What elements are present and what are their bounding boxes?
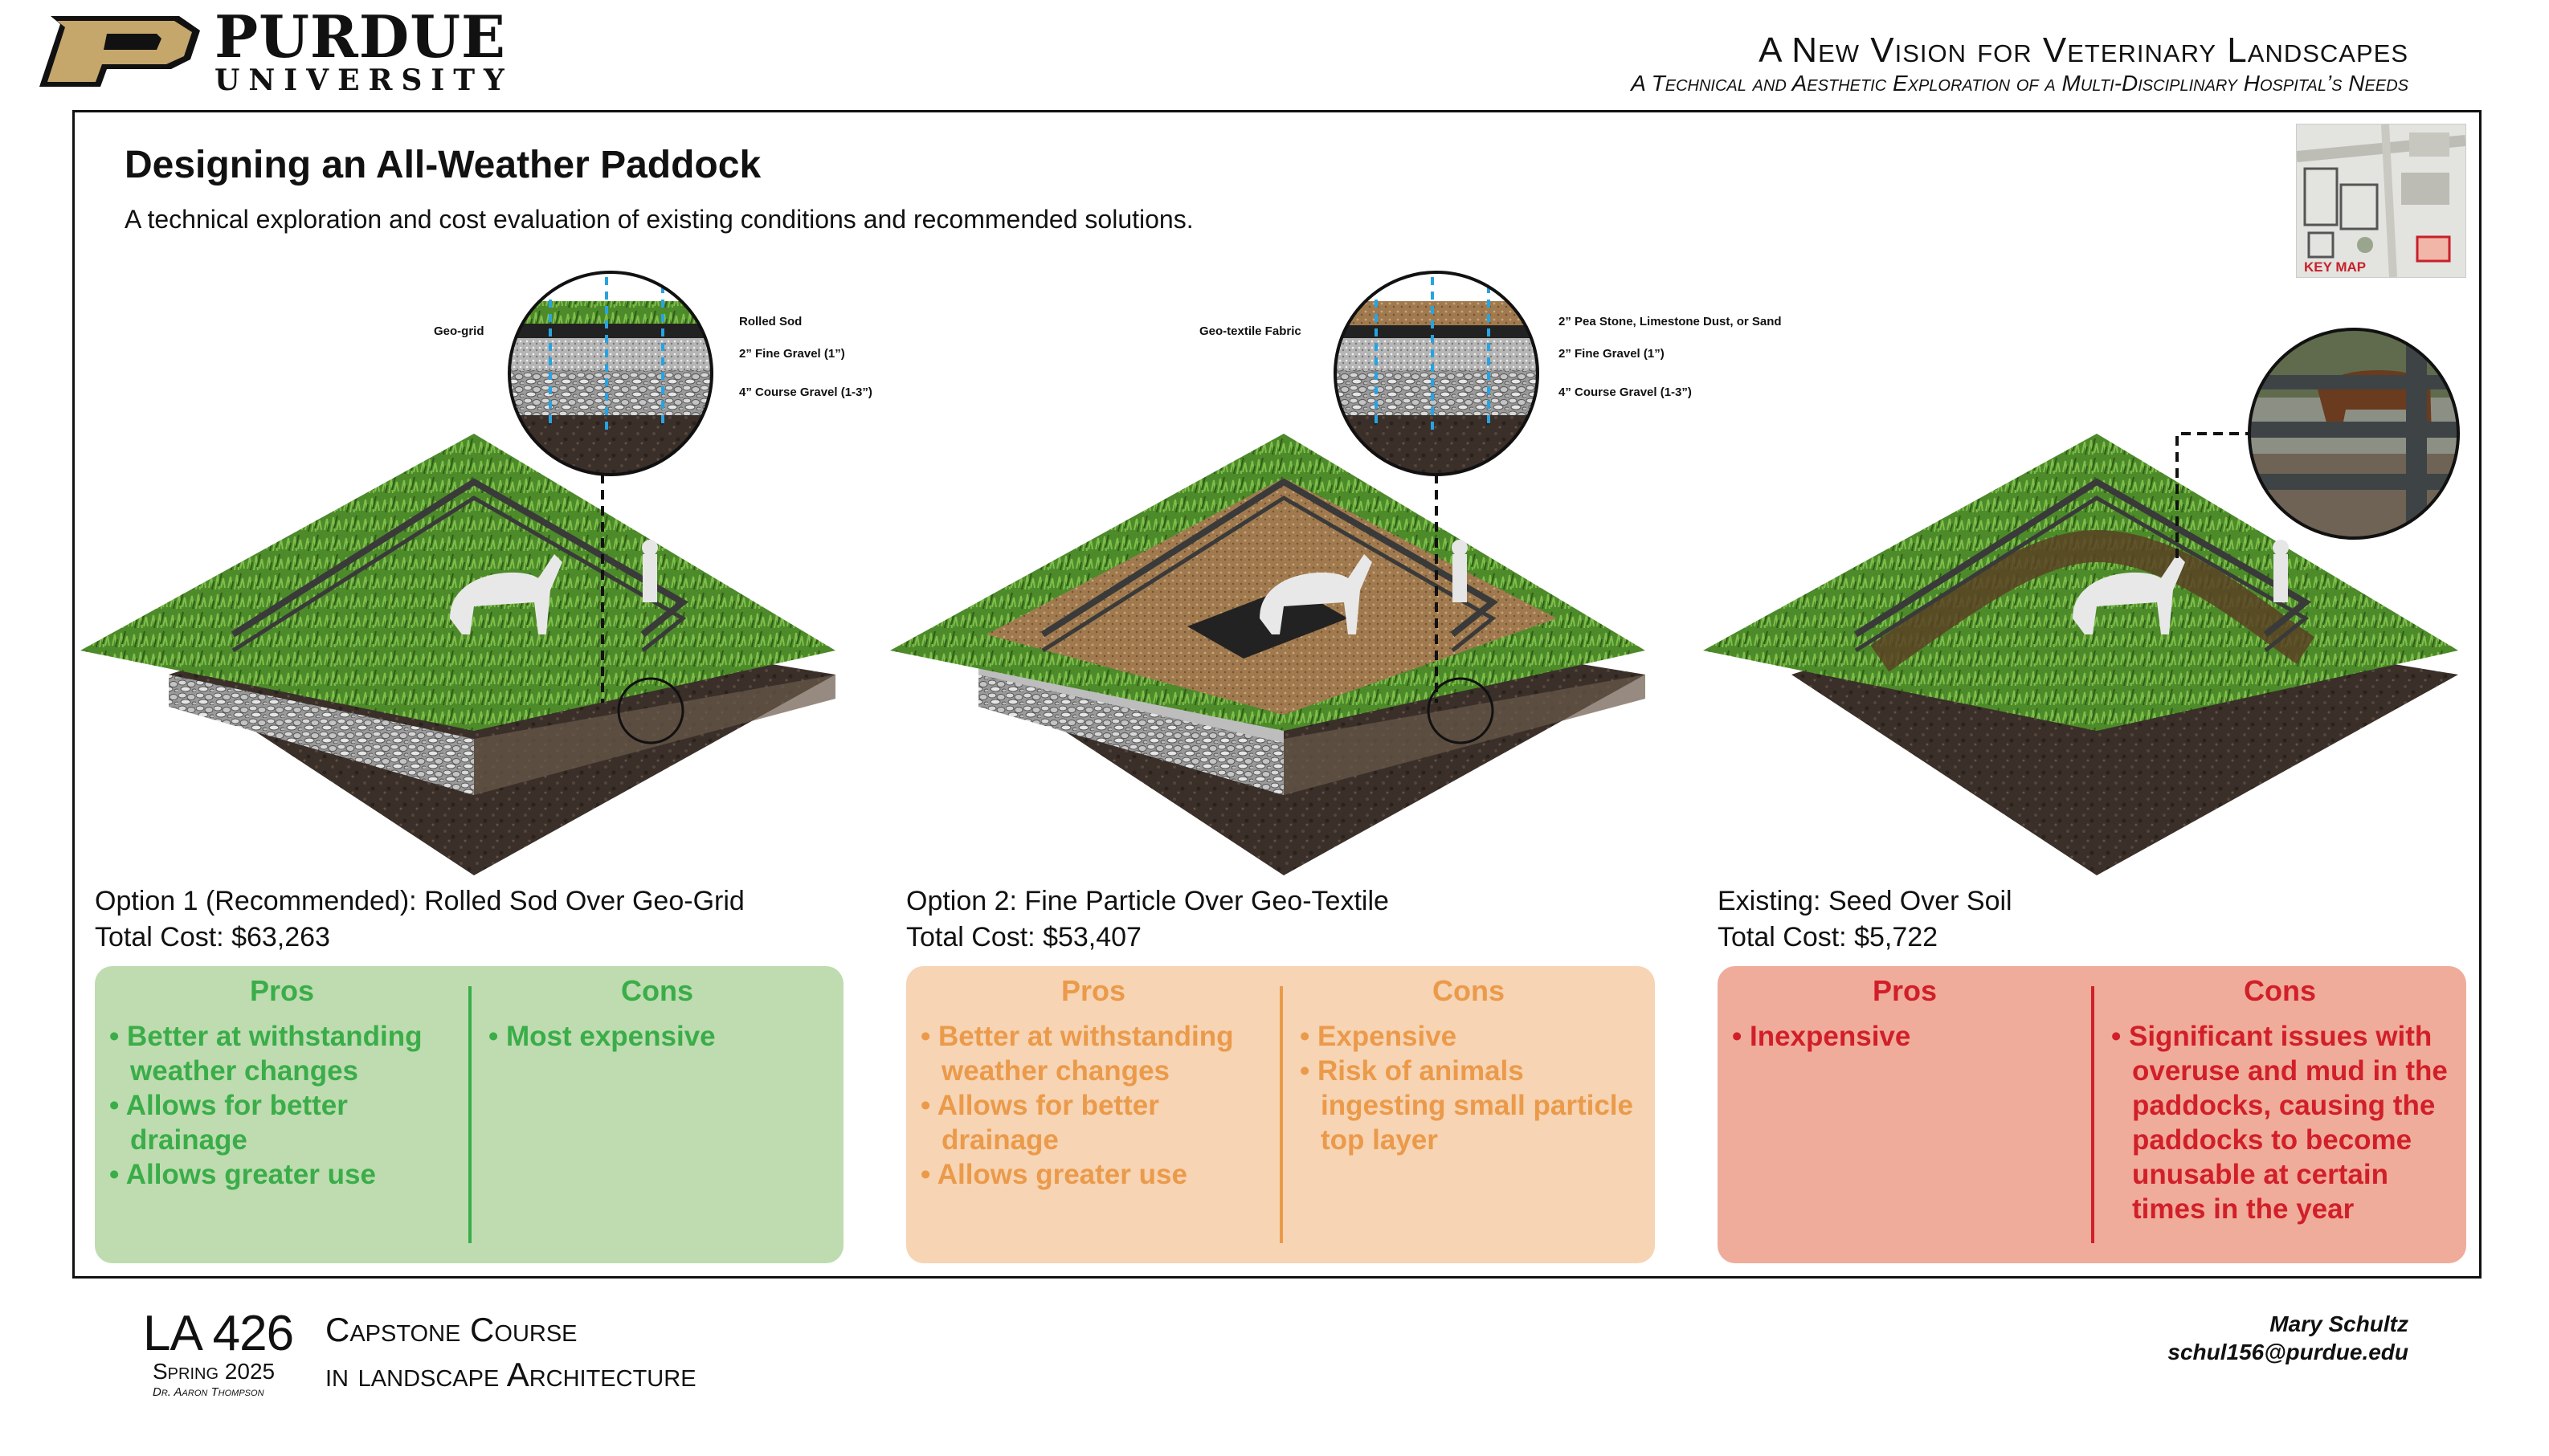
pro-item: Inexpensive: [1732, 1019, 2077, 1054]
logo-word-purdue: PURDUE: [214, 2, 506, 71]
pro-item: Allows greater use: [921, 1157, 1266, 1192]
cons-heading: Cons: [1432, 974, 1505, 1007]
cons-heading: Cons: [621, 974, 693, 1007]
author-email: schul156@purdue.edu: [2167, 1340, 2408, 1364]
option-2-section-callout: [1334, 271, 1539, 476]
purdue-wordmark: PURDUE UNIVERSITY: [214, 2, 513, 97]
option-2-title: Option 2: Fine Particle Over Geo-Textile: [906, 886, 1389, 916]
option-1-diagram: Geo-grid Rolled Sod 2” Fine Gravel (1”) …: [72, 271, 876, 875]
pros-cons-divider: [2091, 986, 2094, 1243]
pro-item: Allows greater use: [109, 1157, 455, 1192]
option-1-title: Option 1 (Recommended): Rolled Sod Over …: [95, 886, 745, 916]
con-item: Expensive: [1300, 1019, 1637, 1054]
pros-cons-divider: [468, 986, 472, 1243]
option-1-pros: Pros Better at withstanding weather chan…: [109, 974, 455, 1192]
option-1-layer-1: Rolled Sod: [739, 315, 803, 328]
pros-heading: Pros: [249, 974, 315, 1007]
pros-heading: Pros: [1060, 974, 1126, 1007]
key-map-label: KEY MAP: [2304, 259, 2367, 275]
con-item: Significant issues with overuse and mud …: [2111, 1019, 2449, 1226]
existing-diagram: [1695, 281, 2482, 875]
option-2-diagram: Geo-textile Fabric 2” Pea Stone, Limesto…: [882, 271, 1782, 875]
con-item: Most expensive: [488, 1019, 826, 1054]
option-1-layer-2: 2” Fine Gravel (1”): [739, 347, 845, 361]
option-1-pros-cons: Pros Better at withstanding weather chan…: [95, 966, 844, 1263]
author-name: Mary Schultz: [2269, 1311, 2408, 1336]
course-term: Spring 2025: [153, 1359, 276, 1384]
poster-subtitle: A Technical and Aesthetic Exploration of…: [1631, 71, 2408, 96]
purdue-p-icon: [39, 16, 200, 87]
cons-heading: Cons: [2244, 974, 2316, 1007]
purdue-logo: PURDUE UNIVERSITY: [36, 8, 505, 96]
option-2-side-label: Geo-textile Fabric: [1199, 324, 1301, 338]
option-2-layer-1: 2” Pea Stone, Limestone Dust, or Sand: [1558, 315, 1782, 328]
option-1-side-label: Geo-grid: [434, 324, 484, 338]
pros-cons-divider: [1280, 986, 1283, 1243]
option-2-pros: Pros Better at withstanding weather chan…: [921, 974, 1266, 1192]
existing-title: Existing: Seed Over Soil: [1718, 886, 2012, 916]
pro-item: Better at withstanding weather changes: [109, 1019, 455, 1088]
course-name-line-2: in landscape Architecture: [325, 1356, 696, 1393]
option-1-section-callout: [508, 271, 713, 476]
pros-heading: Pros: [1872, 974, 1938, 1007]
option-2-layer-3: 4” Course Gravel (1-3”): [1558, 385, 1692, 399]
logo-word-university: UNIVERSITY: [214, 63, 513, 97]
option-2-layer-2: 2” Fine Gravel (1”): [1558, 347, 1665, 361]
option-2-cons: Cons Expensive Risk of animals ingesting…: [1300, 974, 1637, 1157]
option-1-cost: Total Cost: $63,263: [95, 922, 330, 952]
option-1-layer-3: 4” Course Gravel (1-3”): [739, 385, 872, 399]
main-frame: [72, 110, 2482, 1279]
course-instructor: Dr. Aaron Thompson: [153, 1385, 264, 1399]
option-1-cons: Cons Most expensive: [488, 974, 826, 1054]
con-item: Risk of animals ingesting small particle…: [1300, 1054, 1637, 1157]
existing-photo-callout: [2248, 328, 2460, 540]
key-map: [2296, 124, 2466, 278]
existing-cost: Total Cost: $5,722: [1718, 922, 1938, 952]
page-title: Designing an All-Weather Paddock: [125, 144, 762, 186]
pro-item: Allows for better drainage: [109, 1088, 455, 1157]
poster-title: A New Vision for Veterinary Landscapes: [1759, 31, 2408, 70]
course-name-line-1: Capstone Course: [325, 1311, 578, 1348]
course-code: LA 426: [143, 1306, 294, 1361]
pro-item: Allows for better drainage: [921, 1088, 1266, 1157]
option-2-pros-cons: Pros Better at withstanding weather chan…: [906, 966, 1655, 1263]
existing-pros-cons: Pros Inexpensive Cons Significant issues…: [1718, 966, 2466, 1263]
option-2-cost: Total Cost: $53,407: [906, 922, 1142, 952]
existing-cons: Cons Significant issues with overuse and…: [2111, 974, 2449, 1226]
page-description: A technical exploration and cost evaluat…: [125, 205, 1194, 234]
pro-item: Better at withstanding weather changes: [921, 1019, 1266, 1088]
existing-pros: Pros Inexpensive: [1732, 974, 2077, 1054]
